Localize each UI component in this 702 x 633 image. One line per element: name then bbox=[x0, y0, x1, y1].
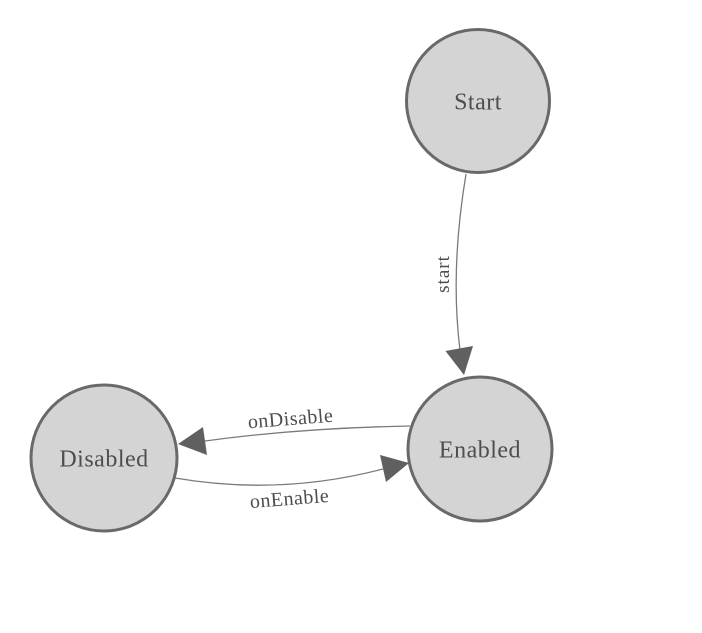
state-node-enabled: Enabled bbox=[406, 375, 554, 523]
state-node-enabled-label: Enabled bbox=[439, 437, 521, 463]
edge-label-start: start bbox=[433, 255, 454, 293]
edge-disabled-to-enabled: onEnable bbox=[174, 455, 409, 513]
edge-disabled-to-enabled-line bbox=[174, 468, 384, 486]
arrowhead-start-to-enabled bbox=[445, 346, 473, 375]
edge-start-to-enabled-line bbox=[455, 173, 467, 351]
edge-start-to-enabled: start bbox=[433, 173, 473, 375]
state-node-start-label: Start bbox=[454, 89, 502, 115]
state-node-disabled: Disabled bbox=[29, 383, 179, 533]
edge-enabled-to-disabled: onDisable bbox=[178, 405, 411, 455]
edge-label-onenable: onEnable bbox=[249, 485, 330, 513]
state-node-start: Start bbox=[405, 28, 551, 174]
state-node-start-circle bbox=[405, 28, 551, 174]
state-node-disabled-label: Disabled bbox=[59, 446, 148, 472]
arrowhead-enabled-to-disabled bbox=[178, 427, 207, 455]
state-node-enabled-circle bbox=[406, 375, 554, 523]
edge-enabled-to-disabled-line bbox=[204, 425, 411, 442]
state-node-disabled-circle bbox=[29, 383, 179, 533]
arrowhead-disabled-to-enabled bbox=[380, 455, 409, 482]
